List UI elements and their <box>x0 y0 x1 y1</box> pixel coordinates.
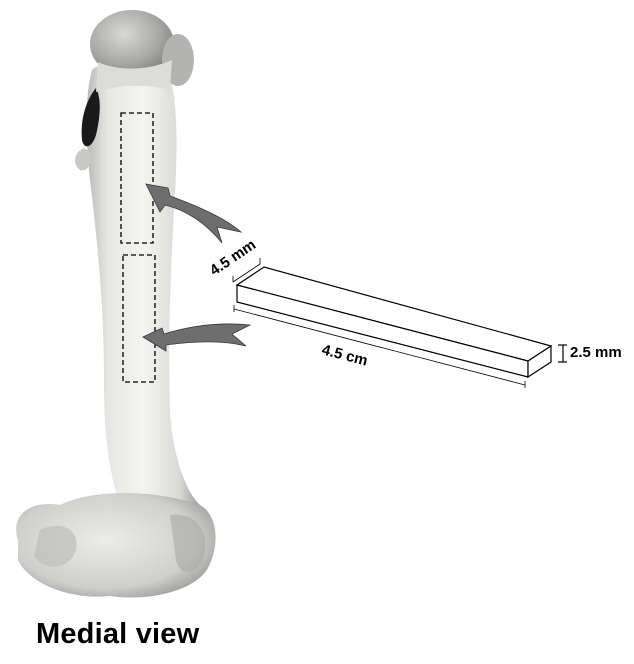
label-length: 4.5 cm <box>320 341 369 369</box>
lesser-trochanter <box>75 148 90 170</box>
figure-caption: Medial view <box>36 618 199 651</box>
bone-shaft <box>87 63 201 505</box>
bone-femur <box>16 10 215 598</box>
label-thickness: 2.5 mm <box>570 344 622 361</box>
dimension-thickness <box>558 345 567 362</box>
label-width: 4.5 mm <box>207 236 259 279</box>
